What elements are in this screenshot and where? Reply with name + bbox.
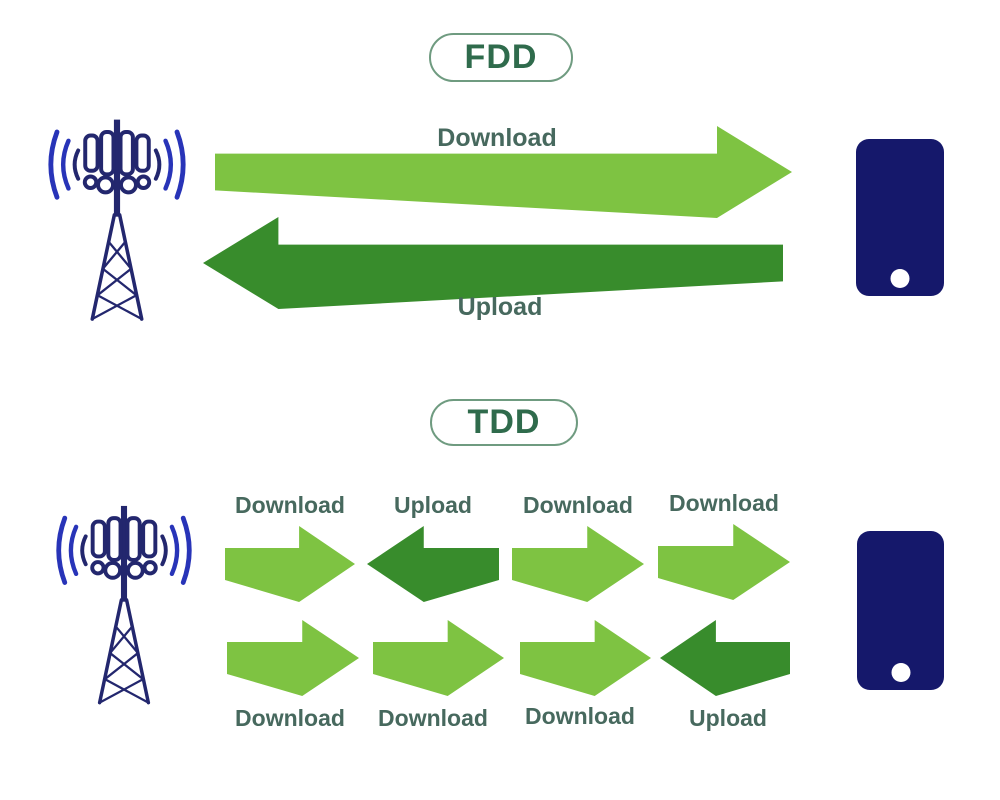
smartphone-icon [857,531,944,690]
fdd-upload-label: Upload [457,293,543,321]
tdd-row1-download-arrow-3 [658,524,790,600]
tdd-row1-label-4: Download [669,490,779,516]
tdd-row1-label-1: Download [235,492,345,518]
tdd-row2-label-1: Download [235,705,345,731]
tdd-title-pill: TDD [430,399,578,446]
cell-tower-icon [42,106,192,330]
tdd-row1-upload-arrow [367,526,499,602]
cell-tower-icon [50,492,198,714]
tdd-title: TDD [467,403,541,441]
home-button-icon [890,269,910,288]
tdd-row2-download-arrow-2 [373,620,504,696]
fdd-title-pill: FDD [429,33,573,82]
tdd-row2-upload-arrow [660,620,790,696]
tdd-row1-download-arrow-2 [512,526,644,602]
tdd-row1-label-2: Upload [394,492,472,518]
tdd-row2-label-3: Download [525,703,635,729]
tdd-row2-label-4: Upload [689,705,767,731]
tdd-row1-label-3: Download [523,492,633,518]
tdd-row1-download-arrow-1 [225,526,355,602]
tdd-row2-label-2: Download [378,705,488,731]
tdd-row2-download-arrow-3 [520,620,651,696]
smartphone-icon [856,139,944,296]
fdd-title: FDD [464,38,538,76]
home-button-icon [891,663,910,682]
fdd-download-label: Download [437,124,557,152]
tdd-row2-download-arrow-1 [227,620,359,696]
